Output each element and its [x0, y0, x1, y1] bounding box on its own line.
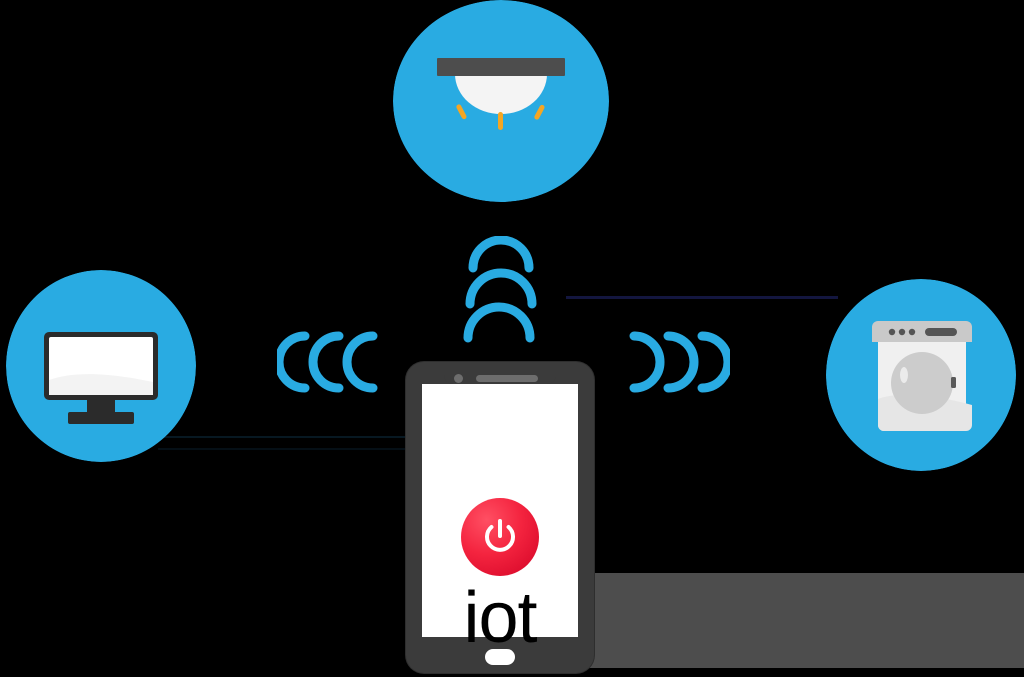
signal-arc-right-1 — [629, 331, 665, 393]
power-button[interactable] — [461, 498, 539, 576]
connector-line-washer — [566, 296, 838, 299]
connector-line-tv — [158, 436, 428, 438]
signal-arc-left-3 — [342, 331, 378, 393]
app-label-iot: iot — [463, 578, 537, 658]
washer-drum-highlight — [900, 367, 908, 383]
device-badge-lamp[interactable] — [393, 0, 609, 202]
tv-screen-gloss — [49, 374, 153, 395]
washer-panel-dot-2 — [898, 328, 906, 336]
washer-door-handle — [951, 377, 956, 388]
tv-stand-base — [68, 412, 134, 424]
signal-waves-right — [629, 331, 730, 393]
smartphone[interactable]: iot — [406, 362, 594, 673]
signal-arc-right-3 — [697, 331, 730, 393]
washer-control-panel — [872, 321, 972, 342]
lamp-ray-right — [534, 104, 545, 120]
signal-arc-up-1 — [468, 236, 534, 273]
signal-arc-up-2 — [465, 268, 537, 309]
lamp-ray-left — [456, 104, 467, 120]
signal-waves-up — [463, 236, 537, 343]
home-button[interactable] — [485, 649, 515, 665]
washer-panel-slider — [925, 328, 957, 336]
lamp-ray-center — [498, 112, 503, 130]
earpiece-speaker-icon — [476, 375, 538, 382]
lamp-dome — [455, 74, 547, 114]
phone-screen[interactable]: iot — [422, 384, 578, 654]
signal-waves-left — [277, 331, 378, 393]
washer-drum-door — [891, 352, 953, 414]
signal-arc-left-1 — [277, 331, 310, 393]
surface-slab — [588, 573, 1024, 668]
lamp-shade-bar — [437, 58, 565, 76]
washer-panel-dot-3 — [908, 328, 916, 336]
device-badge-tv[interactable] — [6, 270, 196, 462]
signal-arc-right-2 — [663, 331, 699, 393]
power-symbol-icon — [485, 519, 515, 552]
washer-panel-dot-1 — [888, 328, 896, 336]
front-camera-icon — [454, 374, 463, 383]
signal-arc-up-3 — [463, 302, 535, 343]
signal-arc-left-2 — [308, 331, 344, 393]
connector-line-tv-secondary — [158, 448, 428, 450]
device-badge-washer[interactable] — [826, 279, 1016, 471]
